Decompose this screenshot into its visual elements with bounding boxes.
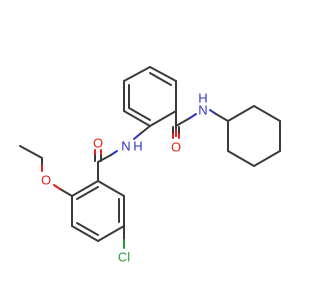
top-benzene-ring <box>123 66 177 127</box>
double-bond-inner <box>128 107 151 121</box>
bond <box>71 180 99 197</box>
bond <box>215 113 229 122</box>
bond <box>97 180 125 197</box>
bond <box>97 154 112 163</box>
bond <box>53 184 61 190</box>
double-bond-inner <box>149 72 172 86</box>
bond <box>227 150 255 167</box>
bond <box>253 150 281 167</box>
atom-label-h: H <box>198 91 207 106</box>
bond <box>189 113 197 119</box>
atom-label-n: N <box>198 103 207 118</box>
bond <box>253 105 281 122</box>
benzamide-link <box>94 125 151 182</box>
double-bond-inner <box>76 186 99 200</box>
bond <box>133 133 141 140</box>
bond <box>59 188 73 197</box>
atom-label-n: N <box>121 139 130 154</box>
bond <box>97 225 125 242</box>
methoxy-group <box>19 145 73 197</box>
atom-label-cl: Cl <box>118 250 130 265</box>
bond <box>110 150 118 156</box>
cyclohexyl-amide <box>172 109 229 139</box>
molecule-canvas: H N O N H O O Cl <box>19 66 281 265</box>
bond <box>149 110 177 127</box>
bond <box>19 145 43 159</box>
atom-label-o: O <box>41 173 51 188</box>
bond <box>123 110 151 127</box>
bond <box>227 105 255 122</box>
bond <box>123 66 151 82</box>
bond <box>139 125 151 135</box>
bond <box>149 66 177 82</box>
atom-label-o: O <box>93 136 103 151</box>
bottom-benzene-ring <box>71 180 125 242</box>
double-bond-inner <box>76 222 99 236</box>
atom-label-h: H <box>133 139 142 154</box>
bond <box>209 109 217 115</box>
cyclohexane-ring <box>227 105 281 167</box>
atom-label-o: O <box>171 140 181 155</box>
bond <box>71 225 99 242</box>
bond <box>175 117 191 127</box>
structure-diagram: H N O N H O O Cl <box>19 66 281 265</box>
